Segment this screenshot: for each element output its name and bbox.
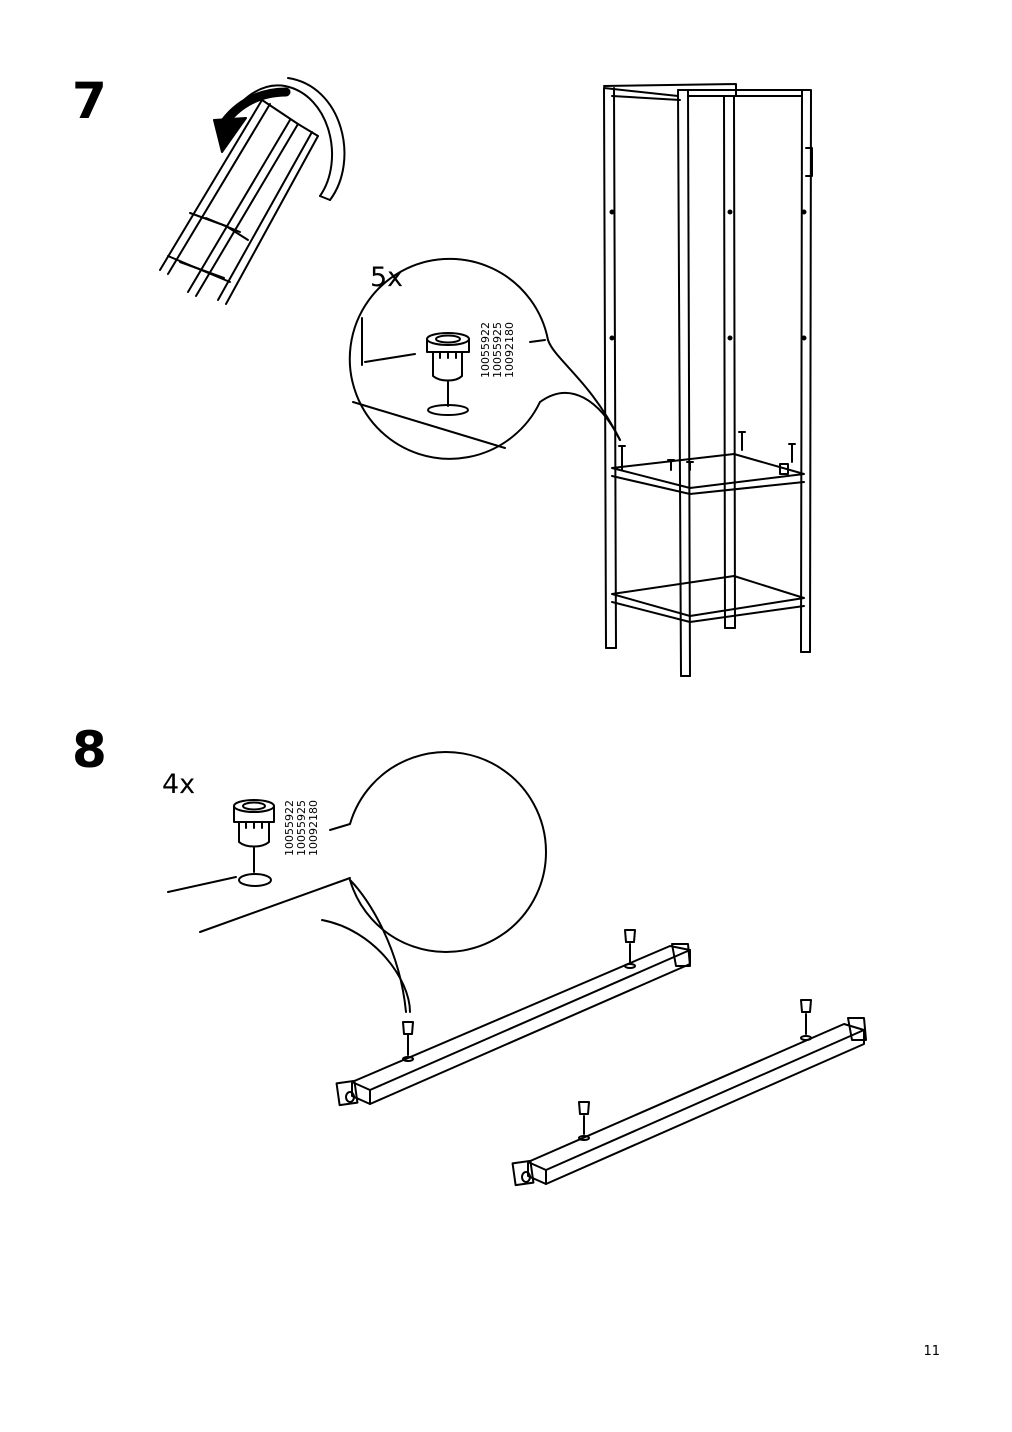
tilt-cabinet-illustration: [159, 77, 346, 305]
beam-1-illustration: [335, 929, 691, 1107]
beam-2-illustration: [511, 999, 867, 1187]
step-number: 8: [72, 721, 107, 779]
quantity-label: 4x: [162, 769, 196, 800]
foot-plug-icon: [426, 332, 470, 416]
part-codes: 10055922 10055925 10092180: [479, 322, 516, 378]
foot-plug-icon: [233, 799, 275, 887]
part-codes: 10055922 10055925 10092180: [283, 800, 320, 856]
step-number: 7: [72, 72, 107, 130]
quantity-label: 5x: [370, 262, 404, 293]
part-code: 10092180: [307, 800, 320, 856]
page-number: 11: [923, 1344, 940, 1359]
step8-detail-circle: [167, 751, 547, 1013]
step7-detail-circle: [348, 257, 621, 460]
curved-rotate-arrow-icon: [213, 77, 346, 201]
part-code: 10092180: [503, 322, 516, 378]
cabinet-frame-illustration: [603, 83, 813, 677]
